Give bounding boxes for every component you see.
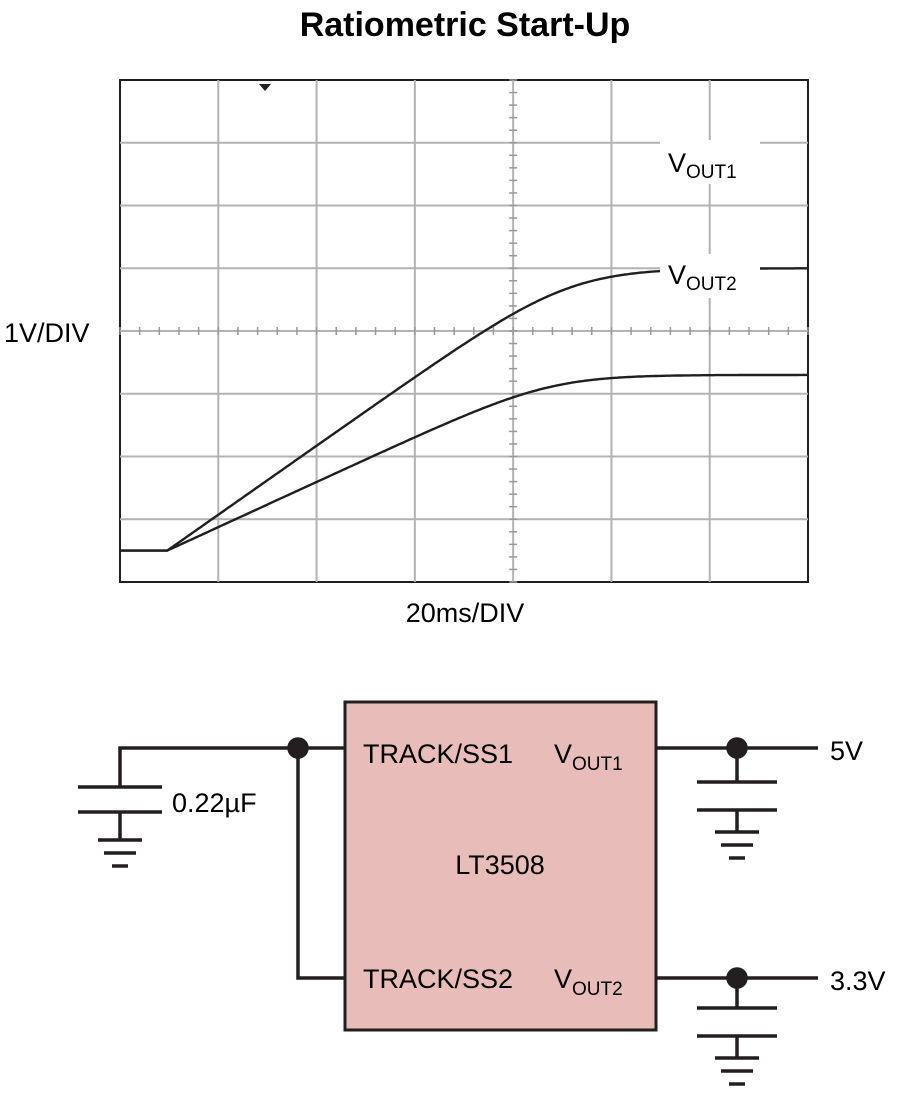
ic-body [343, 700, 658, 1032]
x-scale-label: 20ms/DIV [406, 598, 525, 628]
figure-title: Ratiometric Start-Up [300, 6, 631, 44]
circuit-diagram [78, 700, 818, 1086]
vout2-trace-label: VOUT2 [668, 260, 737, 295]
cap-value-label: 0.22µF [172, 788, 257, 818]
pin-vout1: VOUT1 [554, 739, 623, 775]
y-scale-label: 1V/DIV [4, 318, 90, 348]
vout2-label-bg [660, 254, 760, 298]
pin-track-ss1: TRACK/SS1 [363, 739, 513, 769]
wire-track1 [118, 746, 345, 787]
output2-voltage: 3.3V [830, 966, 886, 996]
ground-icon [715, 1056, 759, 1086]
output1-voltage: 5V [830, 736, 863, 766]
ground-icon [98, 838, 142, 868]
pin-vout2: VOUT2 [554, 964, 623, 1000]
grid-center-ticks [119, 79, 809, 583]
vout1-label-bg [660, 140, 760, 184]
wire-track2 [296, 748, 345, 980]
vout1-trace-label: VOUT1 [668, 148, 737, 183]
ic-part-number: LT3508 [455, 850, 545, 880]
junction-dot [287, 737, 309, 759]
pin-track-ss2: TRACK/SS2 [363, 964, 513, 994]
trace-vout2 [120, 373, 808, 552]
trigger-marker-icon [259, 84, 271, 91]
ground-icon [715, 830, 759, 860]
